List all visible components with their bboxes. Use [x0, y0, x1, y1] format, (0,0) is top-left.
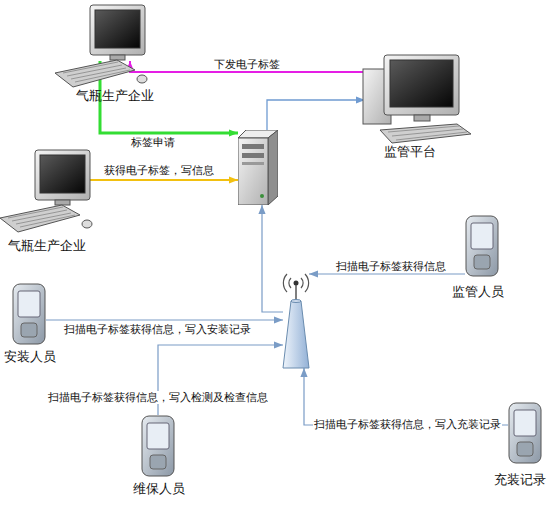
edge-label: 下发电子标签 [213, 58, 281, 71]
antenna-mast [295, 285, 297, 301]
workstation-icon [363, 55, 471, 143]
antenna-tower [283, 301, 309, 368]
phone-icon [13, 284, 45, 344]
phone-icon [466, 216, 498, 276]
connector-arrow [309, 273, 465, 274]
platform-computer: 监管平台 [365, 55, 470, 123]
base-station [283, 272, 309, 368]
edge-label: 标签申请 [130, 136, 176, 149]
tower-top [291, 300, 301, 303]
node-label: 安装人员 [4, 349, 56, 364]
connector-arrow [304, 368, 508, 425]
handheld-terminal: 监管人员 [465, 215, 499, 277]
enterprise-computer: 气瓶生产企业 [35, 150, 90, 206]
node-label: 监管平台 [384, 144, 436, 159]
edge-label: 扫描电子标签获得信息，写入检测及检查信息 [47, 391, 269, 404]
connector-arrow [158, 345, 283, 415]
handheld-terminal: 充装记录 [508, 402, 542, 464]
node-label: 气瓶生产企业 [76, 88, 154, 103]
antenna-icon [283, 274, 309, 368]
computer-icon [0, 150, 92, 232]
handheld-terminal: 维保人员 [141, 415, 175, 477]
node-label: 维保人员 [133, 481, 185, 496]
node-label: 监管人员 [452, 284, 504, 299]
node-label: 充装记录 [494, 472, 546, 487]
edge-label: 获得电子标签，写信息 [103, 164, 215, 177]
edge-label: 扫描电子标签获得信息，写入充装记录 [313, 418, 502, 431]
antenna-tip [294, 281, 299, 286]
edge-label: 扫描电子标签获得信息，写入安装记录 [63, 323, 252, 336]
radio-waves [283, 274, 308, 292]
phone-icon [142, 416, 174, 476]
server-icon [238, 130, 278, 205]
computer-icon [55, 5, 147, 87]
server [238, 130, 278, 205]
enterprise-computer: 气瓶生产企业 [90, 5, 145, 61]
connector-arrow [90, 179, 238, 181]
connector-arrow [46, 319, 283, 320]
connector-arrow [262, 205, 283, 312]
handheld-terminal: 安装人员 [12, 283, 46, 345]
connector-arrow [267, 100, 365, 130]
node-label: 气瓶生产企业 [8, 238, 86, 253]
phone-icon [509, 403, 541, 463]
edge-label: 扫描电子标签获得信息 [335, 260, 447, 273]
